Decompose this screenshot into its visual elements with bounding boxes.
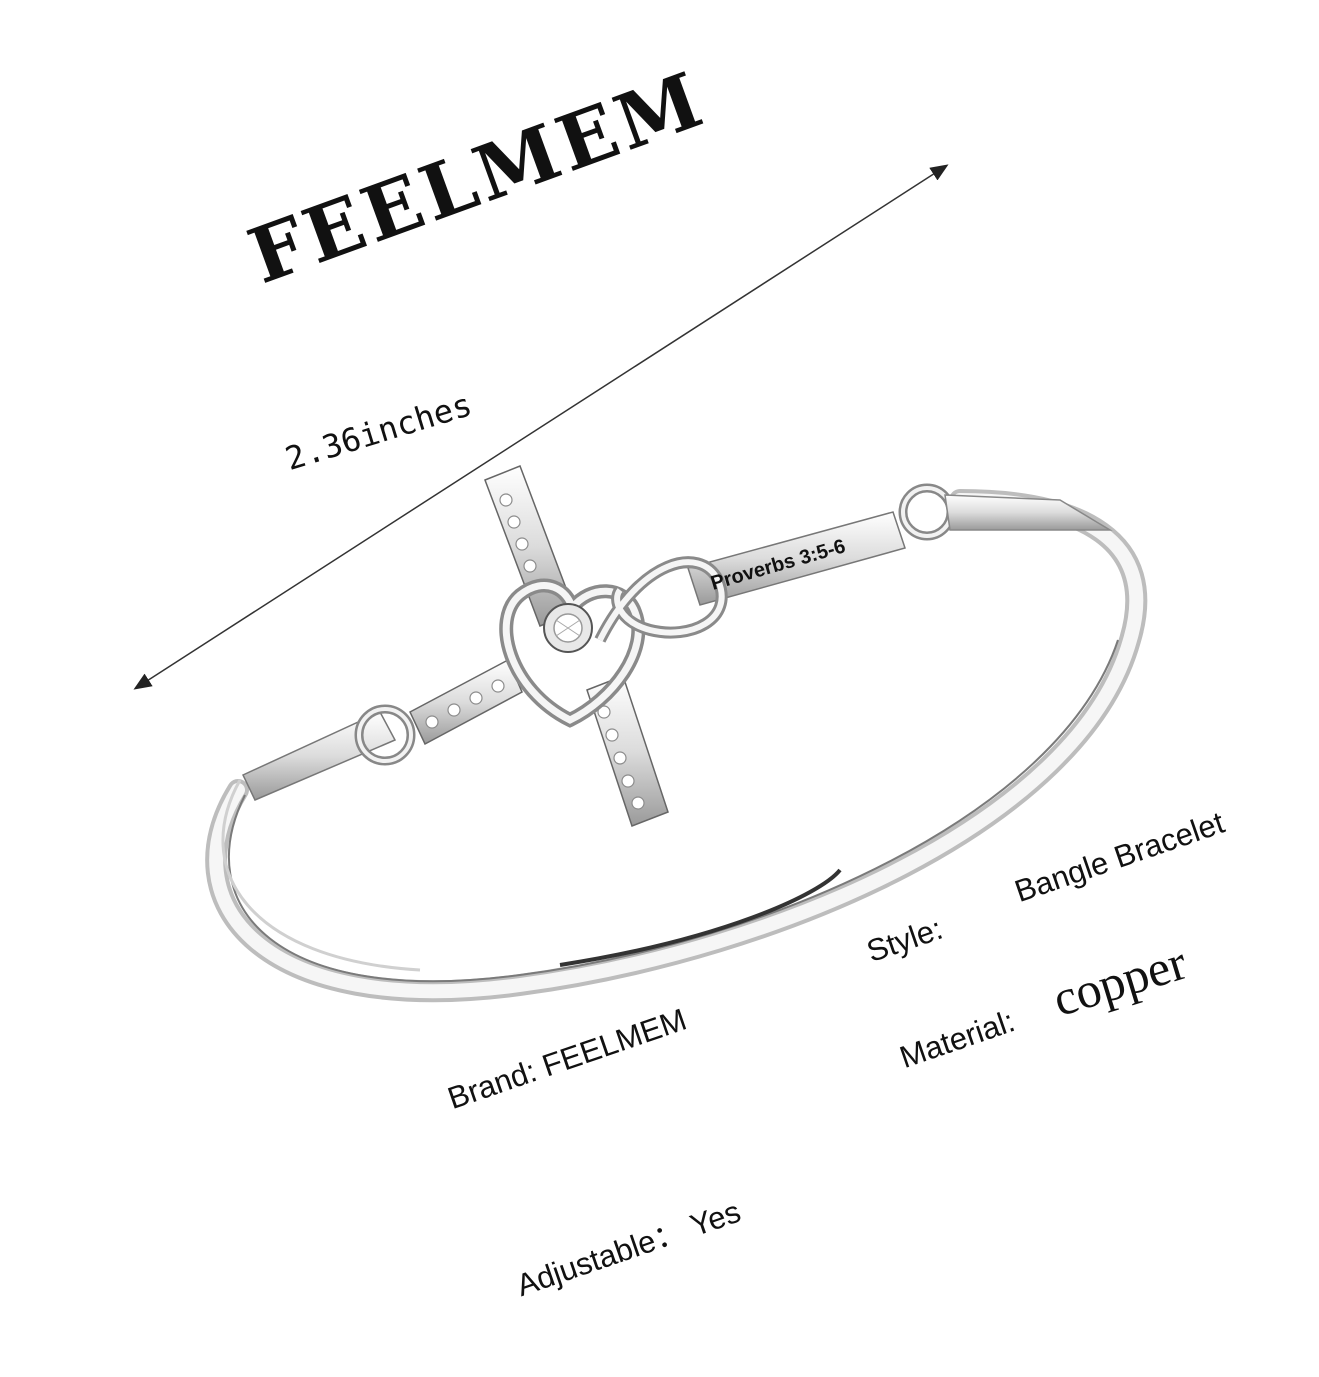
heart-infinity-charm [499,556,728,728]
bangle-band [205,489,1148,1003]
left-clasp [241,704,416,801]
right-clasp [898,483,1113,541]
engraved-bar [687,511,906,606]
dimension-arrow [133,164,949,690]
